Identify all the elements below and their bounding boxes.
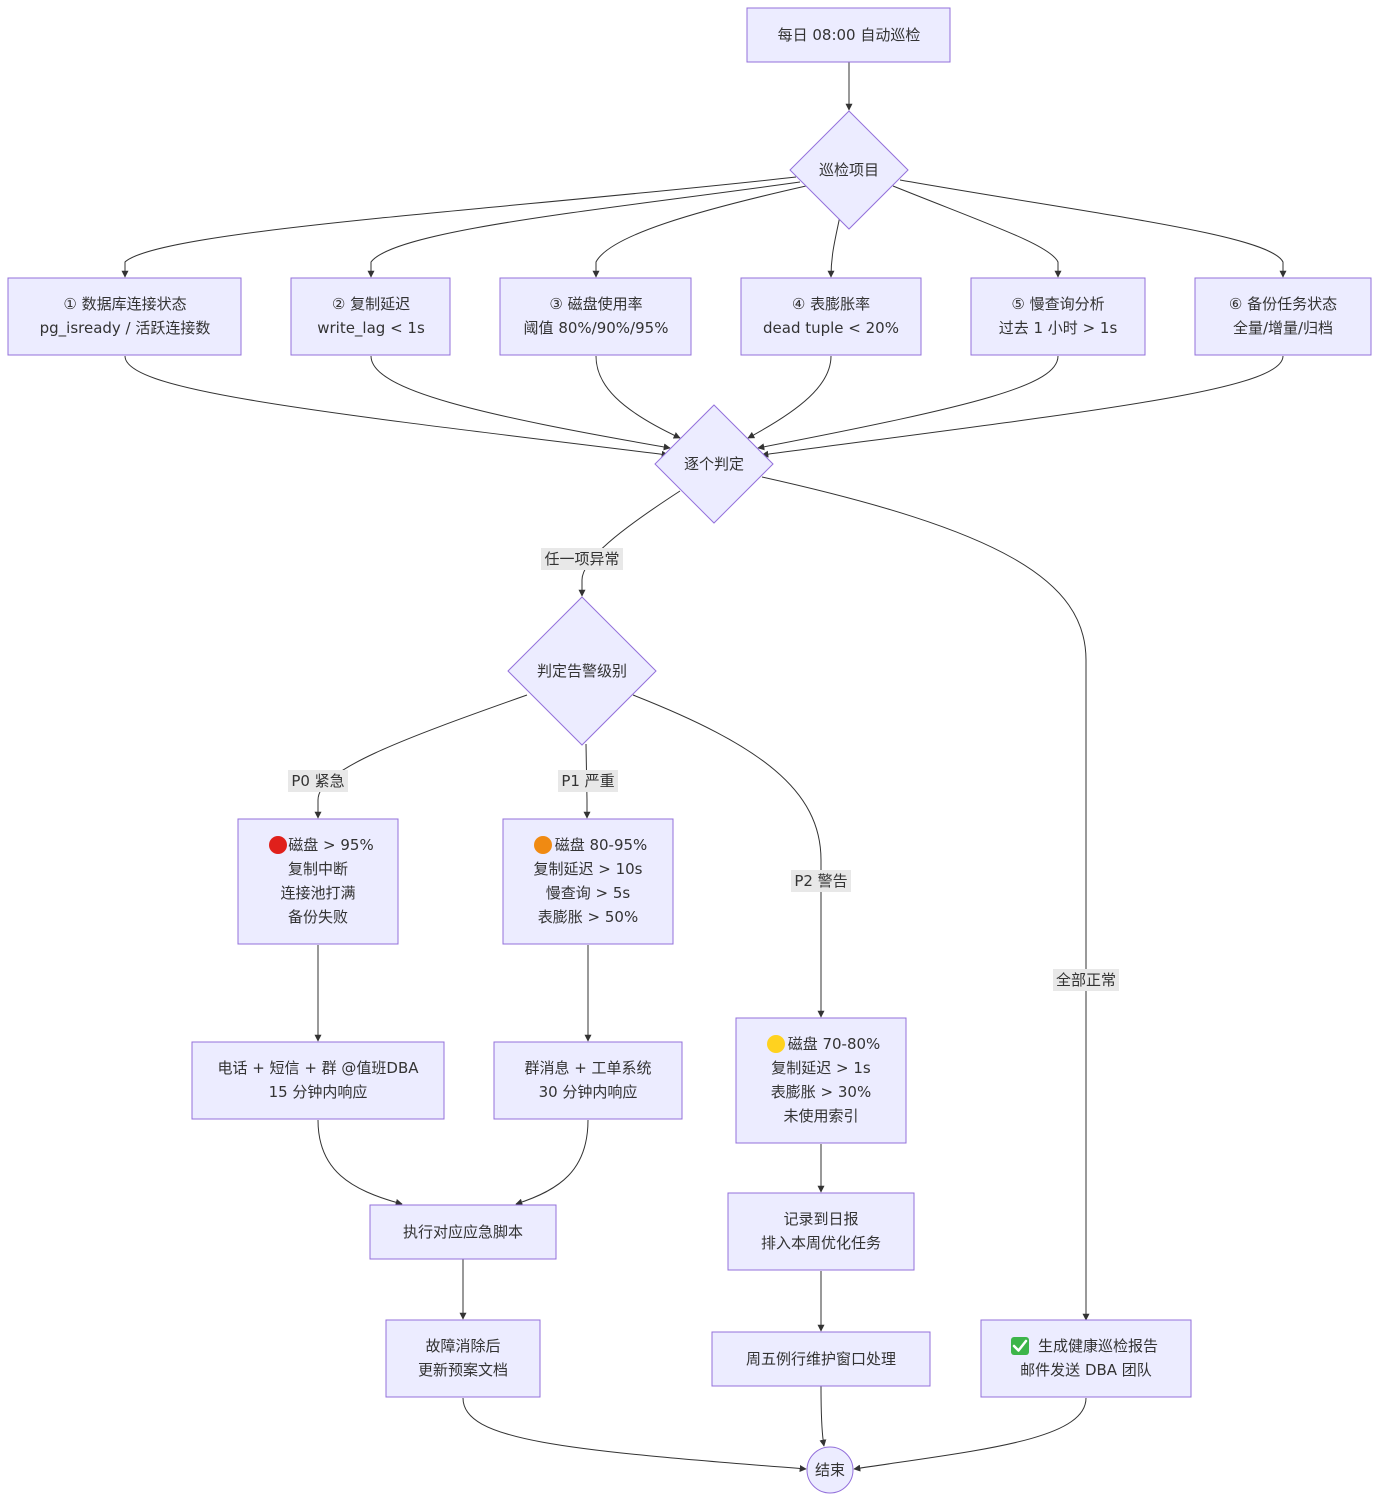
- node-c2-line-2: write_lag < 1s: [317, 319, 425, 338]
- edge-report-end: [853, 1397, 1087, 1472]
- node-end[interactable]: 结束: [806, 1446, 854, 1494]
- node-alert-level[interactable]: 判定告警级别: [507, 596, 657, 746]
- node-p1-line-3: 慢查询 > 5s: [546, 884, 631, 902]
- node-health-report[interactable]: 生成健康巡检报告 邮件发送 DBA 团队: [980, 1319, 1192, 1398]
- node-n1-line-2: 30 分钟内响应: [539, 1083, 638, 1101]
- node-p0-line-3: 连接池打满: [280, 884, 355, 902]
- node-p2-line-3: 表膨胀 > 30%: [771, 1083, 871, 1101]
- node-p0-line-4: 备份失败: [288, 908, 348, 926]
- node-p2-conditions[interactable]: 磁盘 70-80% 复制延迟 > 1s 表膨胀 > 30% 未使用索引: [735, 1017, 907, 1144]
- node-c3-line-2: 阈值 80%/90%/95%: [524, 319, 669, 337]
- edge-fri-end: [819, 1385, 827, 1447]
- node-p1-conditions[interactable]: 磁盘 80-95% 复制延迟 > 10s 慢查询 > 5s 表膨胀 > 50%: [502, 818, 674, 945]
- node-items-line-1: 巡检项目: [819, 161, 879, 179]
- node-log-line-2: 排入本周优化任务: [761, 1234, 881, 1252]
- node-c6-line-2: 全量/增量/归档: [1233, 319, 1333, 337]
- node-c1-line-2: pg_isready / 活跃连接数: [40, 319, 211, 338]
- node-start-line-1: 每日 08:00 自动巡检: [778, 26, 921, 44]
- node-check-backup[interactable]: ⑥ 备份任务状态 全量/增量/归档: [1194, 277, 1372, 356]
- edge-c3-judge: [595, 355, 681, 439]
- edge-judge-level: [578, 490, 681, 597]
- orange-circle-icon: [534, 836, 552, 854]
- edge-label-p0: P0 紧急: [291, 772, 344, 790]
- node-c5-line-2: 过去 1 小时 > 1s: [999, 319, 1118, 337]
- node-p2-line-2: 复制延迟 > 1s: [771, 1059, 871, 1077]
- edge-c6-judge: [761, 355, 1284, 458]
- node-report-line-2: 邮件发送 DBA 团队: [1020, 1361, 1152, 1379]
- node-check-connection[interactable]: ① 数据库连接状态 pg_isready / 活跃连接数: [7, 277, 242, 356]
- edge-c5-judge: [757, 355, 1059, 451]
- edge-label-p2: P2 警告: [794, 872, 847, 890]
- edge-doc-end: [462, 1397, 807, 1473]
- red-circle-icon: [269, 836, 287, 854]
- node-n0-line-1: 电话 + 短信 + 群 @值班DBA: [217, 1059, 419, 1077]
- edge-judge-report: [761, 476, 1090, 1321]
- node-p0-line-1: 磁盘 > 95%: [288, 836, 373, 854]
- edge-n1-run: [515, 1119, 589, 1206]
- node-notify-p0[interactable]: 电话 + 短信 + 群 @值班DBA 15 分钟内响应: [191, 1041, 445, 1120]
- node-notify-p1[interactable]: 群消息 + 工单系统 30 分钟内响应: [493, 1041, 683, 1120]
- node-doc-line-1: 故障消除后: [425, 1337, 500, 1355]
- edge-c2-judge: [370, 355, 671, 451]
- node-p1-line-1: 磁盘 80-95%: [555, 836, 648, 854]
- node-c6-line-1: ⑥ 备份任务状态: [1229, 295, 1337, 313]
- node-end-line-1: 结束: [815, 1461, 845, 1479]
- node-daily-log[interactable]: 记录到日报 排入本周优化任务: [727, 1192, 915, 1271]
- node-p1-line-2: 复制延迟 > 10s: [533, 860, 642, 878]
- edge-c1-judge: [124, 355, 669, 458]
- node-run-line-1: 执行对应应急脚本: [403, 1223, 523, 1241]
- node-run-script[interactable]: 执行对应应急脚本: [369, 1204, 557, 1260]
- node-p0-conditions[interactable]: 磁盘 > 95% 复制中断 连接池打满 备份失败: [237, 818, 399, 945]
- node-p0-line-2: 复制中断: [288, 860, 348, 878]
- node-fri-line-1: 周五例行维护窗口处理: [746, 1350, 896, 1368]
- node-judge-line-1: 逐个判定: [684, 455, 744, 473]
- yellow-circle-icon: [767, 1035, 785, 1053]
- node-c4-line-2: dead tuple < 20%: [763, 319, 899, 337]
- node-c3-line-1: ③ 磁盘使用率: [549, 295, 642, 313]
- node-n1-line-1: 群消息 + 工单系统: [524, 1059, 651, 1077]
- edge-c4-judge: [747, 355, 832, 439]
- edge-items-c3: [592, 185, 807, 278]
- node-report-line-1: 生成健康巡检报告: [1038, 1337, 1158, 1355]
- node-c4-line-1: ④ 表膨胀率: [792, 295, 870, 313]
- node-start[interactable]: 每日 08:00 自动巡检: [746, 7, 951, 63]
- edge-n0-run: [317, 1119, 403, 1206]
- node-check-disk[interactable]: ③ 磁盘使用率 阈值 80%/90%/95%: [499, 277, 692, 356]
- edge-label-any: 任一项异常: [544, 550, 619, 568]
- edge-label-p1: P1 严重: [561, 772, 614, 790]
- edge-items-c6: [899, 179, 1287, 278]
- node-judge-each[interactable]: 逐个判定: [654, 404, 774, 524]
- edge-label-all: 全部正常: [1056, 971, 1116, 989]
- node-p1-line-4: 表膨胀 > 50%: [538, 908, 638, 926]
- node-p2-line-4: 未使用索引: [783, 1107, 858, 1125]
- node-log-line-1: 记录到日报: [783, 1210, 858, 1228]
- node-c1-line-1: ① 数据库连接状态: [63, 295, 186, 313]
- nodes: 每日 08:00 自动巡检 巡检项目 ① 数据库连接状态 pg_isready …: [7, 7, 1372, 1494]
- node-inspection-items[interactable]: 巡检项目: [789, 110, 909, 230]
- edge-items-c5: [892, 185, 1062, 278]
- edge-level-p0: [314, 694, 528, 819]
- node-c2-line-1: ② 复制延迟: [332, 295, 410, 313]
- node-check-replication[interactable]: ② 复制延迟 write_lag < 1s: [290, 277, 451, 356]
- edges: [121, 62, 1287, 1473]
- edge-items-c1: [121, 176, 797, 278]
- edge-labels: 任一项异常 全部正常 P0 紧急 P1 严重 P2 警告: [288, 548, 1119, 991]
- node-update-docs[interactable]: 故障消除后 更新预案文档: [385, 1319, 541, 1398]
- node-level-line-1: 判定告警级别: [537, 662, 627, 680]
- node-doc-line-2: 更新预案文档: [418, 1361, 508, 1379]
- node-p2-line-1: 磁盘 70-80%: [788, 1035, 881, 1053]
- node-check-bloat[interactable]: ④ 表膨胀率 dead tuple < 20%: [740, 277, 922, 356]
- node-c5-line-1: ⑤ 慢查询分析: [1011, 295, 1104, 313]
- node-check-slow-query[interactable]: ⑤ 慢查询分析 过去 1 小时 > 1s: [970, 277, 1146, 356]
- edge-level-p1: [583, 743, 591, 819]
- edge-items-c2: [367, 181, 801, 278]
- node-n0-line-2: 15 分钟内响应: [269, 1083, 368, 1101]
- edge-level-p2: [632, 694, 825, 1018]
- node-friday-maintenance[interactable]: 周五例行维护窗口处理: [711, 1331, 931, 1387]
- edge-items-c4: [827, 215, 841, 278]
